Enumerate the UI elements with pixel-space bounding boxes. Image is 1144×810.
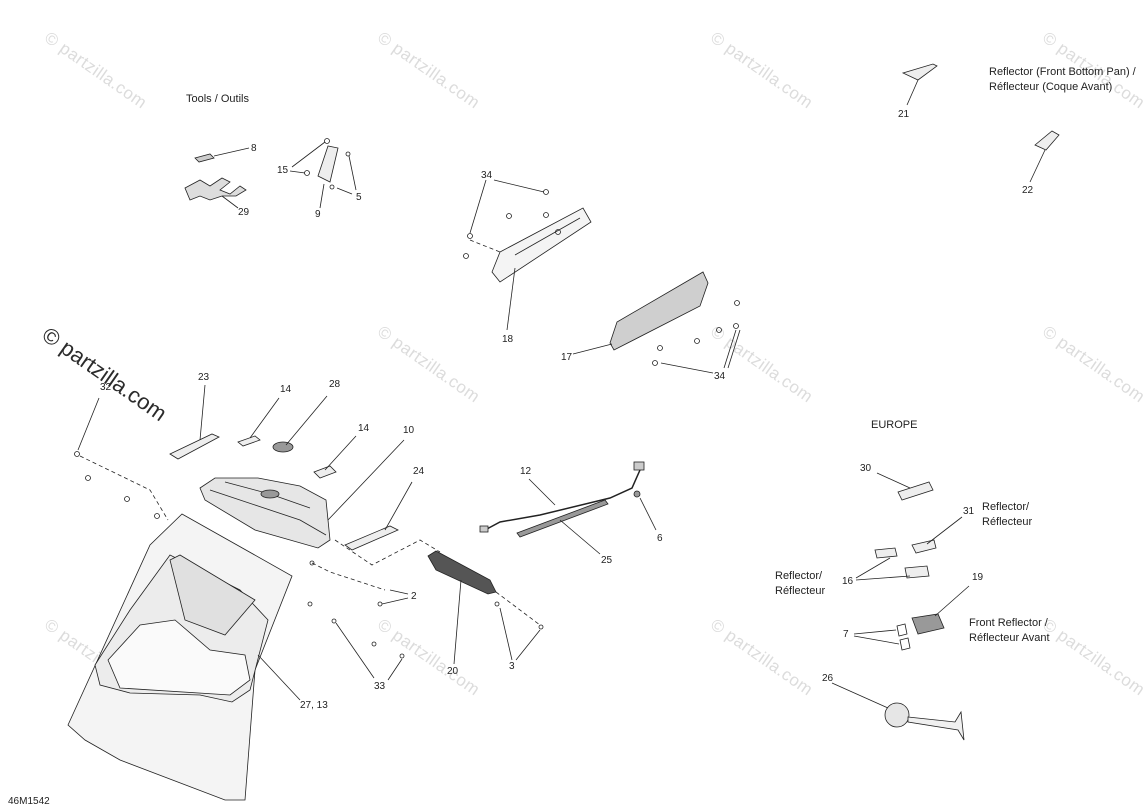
callout-33: 33 — [374, 681, 386, 692]
part-22-drawing — [1034, 130, 1060, 151]
part-31-drawing — [911, 539, 937, 554]
part-14b-drawing — [313, 465, 337, 479]
reflector-b-title-1: Reflector/ — [775, 570, 823, 582]
callout-26: 26 — [822, 673, 834, 684]
callout-7: 7 — [843, 629, 849, 640]
callout-3: 3 — [509, 661, 515, 672]
callout-5: 5 — [356, 192, 362, 203]
part-12-drawing — [484, 469, 641, 531]
callout-10: 10 — [403, 425, 415, 436]
reflector-b-title-2: Réflecteur — [775, 585, 826, 597]
callout-8: 8 — [251, 143, 257, 154]
callout-9: 9 — [315, 209, 321, 220]
reflector-a-title-2: Réflecteur — [982, 516, 1033, 528]
callout-15: 15 — [277, 165, 289, 176]
part-23-drawing — [169, 433, 220, 460]
part-18-drawing — [491, 207, 592, 283]
front-reflector-title-1: Front Reflector / — [969, 617, 1048, 629]
part-30-drawing — [897, 481, 934, 501]
part-14-drawing — [237, 435, 261, 447]
callout-22: 22 — [1022, 185, 1034, 196]
callout-29: 29 — [238, 207, 250, 218]
callout-17: 17 — [561, 352, 573, 363]
part-21-drawing — [901, 63, 938, 81]
part-16b-drawing — [904, 565, 930, 579]
part-7-drawing — [896, 623, 908, 637]
callout-34-top: 34 — [481, 170, 493, 181]
part-26-drawing — [884, 702, 910, 728]
reflector-front-bottom-title-2: Réflecteur (Coque Avant) — [989, 81, 1113, 93]
callout-14-right: 14 — [358, 423, 370, 434]
part-20-drawing — [427, 550, 497, 595]
callout-24: 24 — [413, 466, 425, 477]
callout-27-13: 27, 13 — [300, 700, 328, 711]
part-25-drawing — [516, 499, 609, 538]
callout-19: 19 — [972, 572, 984, 583]
diagram-code: 46M1542 — [8, 796, 50, 807]
part-28-drawing — [272, 441, 294, 453]
tool-29-drawing — [184, 177, 247, 201]
callout-21: 21 — [898, 109, 910, 120]
callout-23: 23 — [198, 372, 210, 383]
reflector-a-title-1: Reflector/ — [982, 501, 1030, 513]
part-24-drawing — [344, 525, 399, 551]
callout-16: 16 — [842, 576, 854, 587]
callout-14-left: 14 — [280, 384, 292, 395]
callout-6: 6 — [657, 533, 663, 544]
tools-title: Tools / Outils — [186, 93, 249, 105]
part-7b-drawing — [899, 637, 911, 651]
tool-8-drawing — [194, 153, 215, 163]
callout-25: 25 — [601, 555, 613, 566]
part-19-drawing — [911, 613, 945, 635]
part-17-drawing — [609, 271, 709, 351]
callout-12: 12 — [520, 466, 532, 477]
tool-9-drawing — [317, 145, 339, 183]
callout-20: 20 — [447, 666, 459, 677]
callout-28: 28 — [329, 379, 341, 390]
callout-30: 30 — [860, 463, 872, 474]
callout-34-right: 34 — [714, 371, 726, 382]
callout-31: 31 — [963, 506, 975, 517]
callout-18: 18 — [502, 334, 514, 345]
callout-32: 32 — [100, 382, 112, 393]
callout-2: 2 — [411, 591, 417, 602]
part-16-drawing — [874, 547, 898, 559]
europe-title: EUROPE — [871, 419, 918, 431]
front-reflector-title-2: Réflecteur Avant — [969, 632, 1050, 644]
reflector-front-bottom-title-1: Reflector (Front Bottom Pan) / — [989, 66, 1136, 78]
